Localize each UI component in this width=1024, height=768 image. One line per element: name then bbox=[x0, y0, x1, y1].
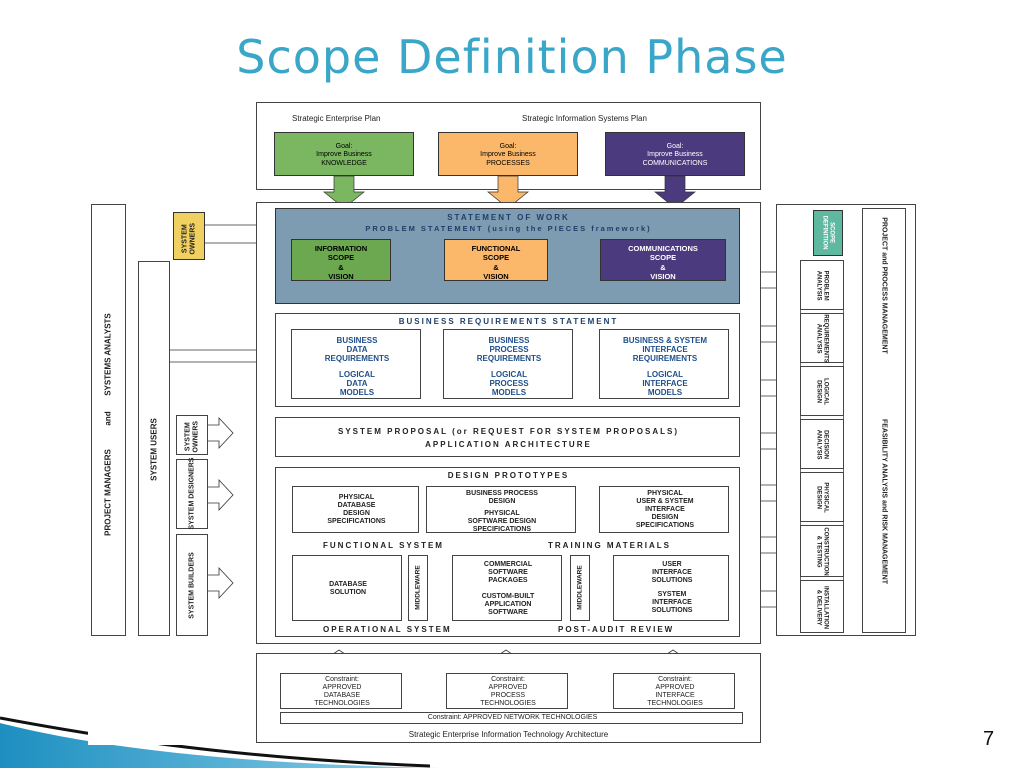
right-arrow-icon bbox=[208, 416, 234, 450]
goal-communications: Goal: Improve Business COMMUNICATIONS bbox=[605, 132, 745, 176]
phase-logical-design bbox=[800, 366, 844, 416]
physical-ui-box: PHYSICAL USER & SYSTEM INTERFACE DESIGN … bbox=[599, 486, 729, 533]
system-builders-label: SYSTEM BUILDERS bbox=[188, 552, 196, 619]
strategic-enterprise-plan: Strategic Enterprise Plan bbox=[292, 114, 381, 123]
system-users-label: SYSTEM USERS bbox=[149, 418, 159, 481]
database-solution: DATABASE SOLUTION bbox=[329, 581, 367, 597]
business-interface-requirements: BUSINESS & SYSTEM INTERFACE REQUIREMENTS bbox=[622, 336, 707, 364]
project-managers-label: PROJECT MANAGERS bbox=[103, 449, 113, 536]
software-box: COMMERCIAL SOFTWARE PACKAGES CUSTOM-BUIL… bbox=[452, 555, 562, 621]
constraint-interface-text: Constraint: APPROVED INTERFACE TECHNOLOG… bbox=[647, 676, 703, 708]
down-arrow-icon bbox=[654, 175, 696, 209]
operational-system-label: OPERATIONAL SYSTEM bbox=[323, 625, 452, 634]
middleware-label-2: MIDDLEWARE bbox=[576, 565, 584, 610]
phase-installation-delivery bbox=[800, 580, 844, 633]
it-architecture-label: Strategic Enterprise Information Technol… bbox=[408, 730, 609, 739]
system-builders-box bbox=[176, 534, 208, 636]
brs-process-box: BUSINESS PROCESS REQUIREMENTS LOGICAL PR… bbox=[443, 329, 573, 399]
phase-label: CONSTRUCTION & TESTING bbox=[816, 527, 829, 576]
down-arrow-icon bbox=[323, 175, 365, 209]
management-column bbox=[862, 208, 906, 633]
down-arrow-icon bbox=[487, 175, 529, 209]
functional-system-label: FUNCTIONAL SYSTEM bbox=[323, 541, 444, 550]
system-users-panel bbox=[138, 261, 170, 636]
strategic-is-plan: Strategic Information Systems Plan bbox=[522, 114, 647, 123]
phase-decision-analysis bbox=[800, 419, 844, 469]
phase-construction-testing bbox=[800, 525, 844, 577]
system-designers-label: SYSTEM DESIGNERS bbox=[188, 457, 196, 530]
goal-processes: Goal: Improve Business PROCESSES bbox=[438, 132, 578, 176]
bp-design-box: BUSINESS PROCESS DESIGN PHYSICAL SOFTWAR… bbox=[426, 486, 576, 533]
phase-physical-design bbox=[800, 472, 844, 522]
scope-definition-tag bbox=[813, 210, 843, 256]
middleware-box-2 bbox=[570, 555, 590, 621]
brs-title: BUSINESS REQUIREMENTS STATEMENT bbox=[398, 317, 619, 326]
system-proposal-panel: SYSTEM PROPOSAL (or REQUEST FOR SYSTEM P… bbox=[275, 417, 740, 457]
phase-label: PROBLEM ANALYSIS bbox=[816, 270, 829, 301]
feasibility-risk-management: FEASIBILITY ANALYSIS and RISK MANAGEMENT bbox=[880, 418, 888, 585]
logical-interface-models: LOGICAL INTERFACE MODELS bbox=[642, 370, 688, 398]
network-constraint-text: Constraint: APPROVED NETWORK TECHNOLOGIE… bbox=[427, 714, 598, 721]
business-process-design: BUSINESS PROCESS DESIGN bbox=[466, 490, 538, 506]
business-process-requirements: BUSINESS PROCESS REQUIREMENTS bbox=[476, 336, 542, 364]
commercial-software: COMMERCIAL SOFTWARE PACKAGES bbox=[483, 561, 533, 585]
communications-scope: COMMUNICATIONS SCOPE & VISION bbox=[600, 239, 726, 281]
user-interface-solutions: USER INTERFACE SOLUTIONS bbox=[651, 561, 693, 585]
physical-db-design: PHYSICAL DATABASE DESIGN SPECIFICATIONS bbox=[327, 494, 386, 526]
phase-problem-analysis bbox=[800, 260, 844, 310]
phase-label: LOGICAL DESIGN bbox=[816, 378, 829, 406]
constraint-interface: Constraint: APPROVED INTERFACE TECHNOLOG… bbox=[613, 673, 735, 709]
interface-solutions-box: USER INTERFACE SOLUTIONS SYSTEM INTERFAC… bbox=[613, 555, 729, 621]
application-architecture: APPLICATION ARCHITECTURE bbox=[425, 440, 592, 449]
constraint-database: Constraint: APPROVED DATABASE TECHNOLOGI… bbox=[280, 673, 402, 709]
sow-title: STATEMENT OF WORK bbox=[447, 213, 570, 222]
system-owners-tag-label: SYSTEM OWNERS bbox=[181, 222, 196, 255]
phase-label: INSTALLATION & DELIVERY bbox=[816, 586, 829, 630]
phase-requirements-analysis bbox=[800, 313, 844, 363]
systems-analysts-label: SYSTEMS ANALYSTS bbox=[103, 313, 113, 396]
project-managers-panel bbox=[91, 204, 126, 636]
phase-label: PHYSICAL DESIGN bbox=[816, 482, 829, 513]
network-constraint: Constraint: APPROVED NETWORK TECHNOLOGIE… bbox=[280, 712, 743, 724]
system-proposal-line: SYSTEM PROPOSAL (or REQUEST FOR SYSTEM P… bbox=[338, 427, 679, 436]
middleware-box-1 bbox=[408, 555, 428, 621]
right-arrow-icon bbox=[208, 566, 234, 600]
brs-interface-box: BUSINESS & SYSTEM INTERFACE REQUIREMENTS… bbox=[599, 329, 729, 399]
post-audit-review-label: POST-AUDIT REVIEW bbox=[558, 625, 675, 634]
training-materials-label: TRAINING MATERIALS bbox=[548, 541, 671, 550]
database-solution-box: DATABASE SOLUTION bbox=[292, 555, 402, 621]
scope-definition-label: SCOPE DEFINITION bbox=[822, 215, 835, 250]
constraint-database-text: Constraint: APPROVED DATABASE TECHNOLOGI… bbox=[314, 676, 370, 708]
system-owners-tag bbox=[173, 212, 205, 260]
page-number: 7 bbox=[983, 728, 995, 750]
phase-label: REQUIREMENTS ANALYSIS bbox=[816, 314, 829, 363]
information-scope: INFORMATION SCOPE & VISION bbox=[291, 239, 391, 281]
problem-statement: PROBLEM STATEMENT (using the PIECES fram… bbox=[365, 224, 652, 233]
physical-db-box: PHYSICAL DATABASE DESIGN SPECIFICATIONS bbox=[292, 486, 419, 533]
business-data-requirements: BUSINESS DATA REQUIREMENTS bbox=[324, 336, 390, 364]
slide-title: Scope Definition Phase bbox=[236, 30, 788, 84]
brs-data-box: BUSINESS DATA REQUIREMENTS LOGICAL DATA … bbox=[291, 329, 421, 399]
logical-process-models: LOGICAL PROCESS MODELS bbox=[489, 370, 529, 398]
system-designers-box bbox=[176, 459, 208, 529]
sdlc-diagram: Strategic Enterprise Plan Strategic Info… bbox=[88, 100, 923, 745]
logical-data-models: LOGICAL DATA MODELS bbox=[339, 370, 375, 398]
phase-list: PROBLEM ANALYSIS REQUIREMENTS ANALYSIS L… bbox=[800, 260, 844, 633]
phase-label: DECISION ANALYSIS bbox=[816, 429, 829, 460]
constraint-process-text: Constraint: APPROVED PROCESS TECHNOLOGIE… bbox=[480, 676, 536, 708]
constraint-process: Constraint: APPROVED PROCESS TECHNOLOGIE… bbox=[446, 673, 568, 709]
custom-software: CUSTOM-BUILT APPLICATION SOFTWARE bbox=[481, 593, 535, 617]
right-arrow-icon bbox=[208, 478, 234, 512]
system-interface-solutions: SYSTEM INTERFACE SOLUTIONS bbox=[651, 591, 693, 615]
physical-ui-design: PHYSICAL USER & SYSTEM INTERFACE DESIGN … bbox=[635, 490, 695, 530]
middleware-label-1: MIDDLEWARE bbox=[414, 565, 422, 610]
goal-knowledge: Goal: Improve Business KNOWLEDGE bbox=[274, 132, 414, 176]
functional-scope: FUNCTIONAL SCOPE & VISION bbox=[444, 239, 548, 281]
system-owners-box bbox=[176, 415, 208, 455]
design-prototypes-title: DESIGN PROTOTYPES bbox=[447, 471, 570, 480]
physical-software-design: PHYSICAL SOFTWARE DESIGN SPECIFICATIONS bbox=[467, 510, 537, 534]
project-process-management: PROJECT and PROCESS MANAGEMENT bbox=[880, 217, 888, 354]
